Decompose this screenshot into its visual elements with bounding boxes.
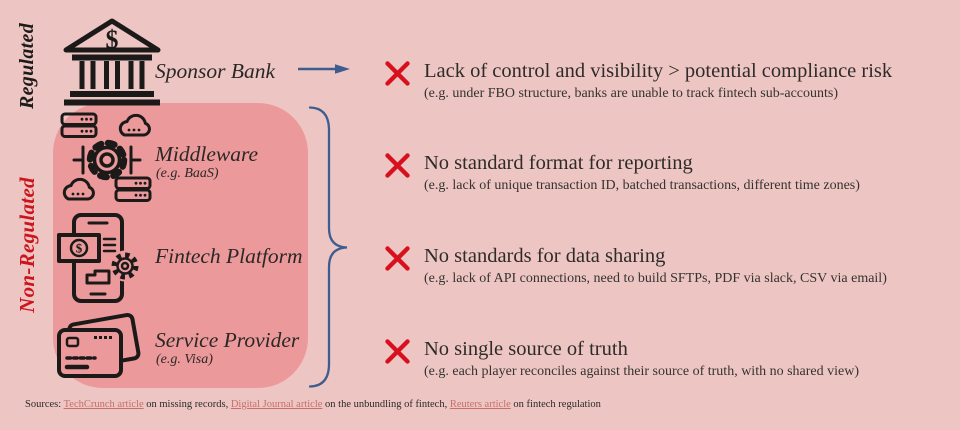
arrow-icon [297, 62, 351, 80]
issue-title: No standards for data sharing [424, 245, 666, 267]
issue-detail: (e.g. under FBO structure, banks are una… [424, 86, 839, 101]
sources-text: on the unbundling of fintech, [322, 399, 450, 410]
issue-row-compliance: Lack of control and visibility > potenti… [385, 58, 892, 102]
credit-cards-icon [57, 312, 142, 380]
issue-row-reporting: No standard format for reporting (e.g. l… [385, 150, 860, 194]
issue-detail: (e.g. lack of unique transaction ID, bat… [424, 178, 860, 193]
red-x-icon [385, 61, 410, 86]
entity-label-service-provider: Service Provider [155, 328, 300, 352]
issue-row-source-of-truth: No single source of truth (e.g. each pla… [385, 336, 859, 380]
regulated-label: Regulated [15, 22, 38, 110]
source-link-digital-journal[interactable]: Digital Journal article [230, 399, 323, 410]
source-link-techcrunch[interactable]: TechCrunch article [63, 399, 144, 410]
sources-prefix: Sources: [25, 399, 64, 410]
entity-label-fintech-platform: Fintech Platform [155, 244, 303, 268]
entity-label-middleware: Middleware [155, 142, 259, 166]
svg-text:$: $ [76, 241, 83, 256]
entity-sub-service-provider: (e.g. Visa) [156, 352, 213, 367]
curly-brace [306, 106, 352, 393]
sources-line: Sources: TechCrunch article on missing r… [25, 399, 601, 410]
sources-text: on fintech regulation [510, 399, 601, 410]
fintech-platform-icon: $ [57, 213, 142, 303]
red-x-icon [385, 339, 410, 364]
red-x-icon [385, 153, 410, 178]
entity-label-sponsor-bank: Sponsor Bank [155, 59, 276, 83]
issue-row-data-sharing: No standards for data sharing (e.g. lack… [385, 243, 887, 287]
issue-detail: (e.g. each player reconciles against the… [424, 364, 859, 379]
non-regulated-label: Non-Regulated [14, 177, 39, 313]
issue-title: No single source of truth [424, 338, 628, 360]
issue-detail: (e.g. lack of API connections, need to b… [424, 271, 887, 286]
issue-title: No standard format for reporting [424, 152, 693, 174]
bank-icon: $ [56, 14, 168, 106]
svg-text:$: $ [106, 25, 119, 54]
entity-sub-middleware: (e.g. BaaS) [156, 166, 219, 181]
source-link-reuters[interactable]: Reuters article [449, 399, 511, 410]
sources-text: on missing records, [143, 399, 231, 410]
red-x-icon [385, 246, 410, 271]
middleware-icon [60, 112, 152, 204]
issue-title: Lack of control and visibility > potenti… [424, 60, 893, 82]
